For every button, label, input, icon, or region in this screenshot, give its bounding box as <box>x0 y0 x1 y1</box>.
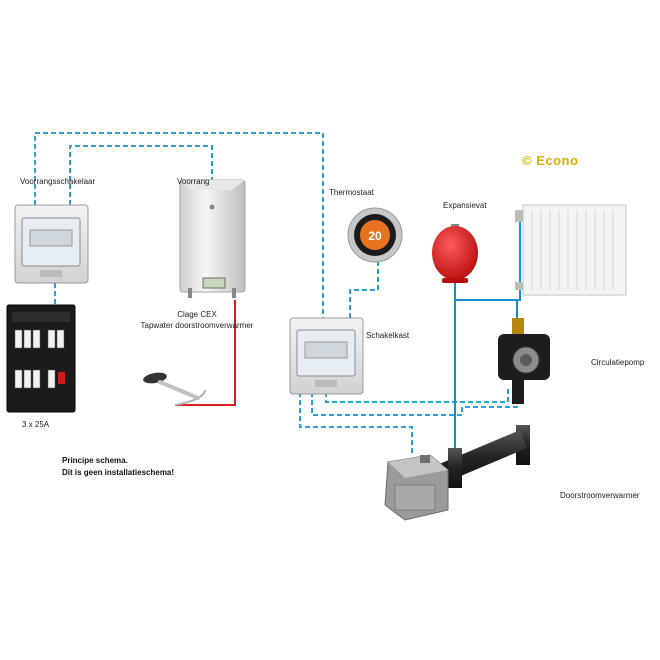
note-line1: Principe schema. <box>62 456 128 465</box>
thermostat <box>347 207 403 263</box>
label-voorrangsschakelaar: Voorrangsschakelaar <box>20 177 96 186</box>
label-groepenkast: 3 x 25A <box>22 420 50 429</box>
label-doorstroomverwarmer: Doorstroomverwarmer <box>560 491 640 500</box>
label-circulatiepomp: Circulatiepomp <box>591 358 645 367</box>
hot-water-pipe <box>175 300 236 406</box>
thermostat-display: 20 <box>368 229 382 243</box>
doorstroomverwarmer <box>384 425 530 521</box>
label-clage: Clage CEX Tapwater doorstroomverwarmer <box>132 309 262 331</box>
label-schakelkast: Schakelkast <box>366 331 410 340</box>
expansievat <box>432 224 478 283</box>
circulatiepomp <box>498 318 550 404</box>
label-clage-line2: Tapwater doorstroomverwarmer <box>140 321 254 330</box>
label-thermostaat: Thermostaat <box>329 188 374 197</box>
schakelkast-box <box>289 317 364 395</box>
label-voorrang: Voorrang <box>177 177 210 186</box>
brand-logo: © Econo <box>522 153 578 168</box>
clage-cex-heater <box>179 179 246 298</box>
voorrangsschakelaar-box <box>14 204 89 284</box>
brand-name: Econo <box>536 153 579 168</box>
note-line2: Dit is geen installatieschema! <box>62 468 175 477</box>
label-clage-line1: Clage CEX <box>177 310 217 319</box>
control-wiring <box>34 132 520 455</box>
shower-head <box>143 372 206 406</box>
radiator <box>515 204 627 296</box>
brand-copyright: © <box>522 153 533 168</box>
label-expansievat: Expansievat <box>443 201 487 210</box>
disclaimer-note: Principe schema. Dit is geen installatie… <box>62 455 174 479</box>
groepenkast <box>6 304 76 413</box>
